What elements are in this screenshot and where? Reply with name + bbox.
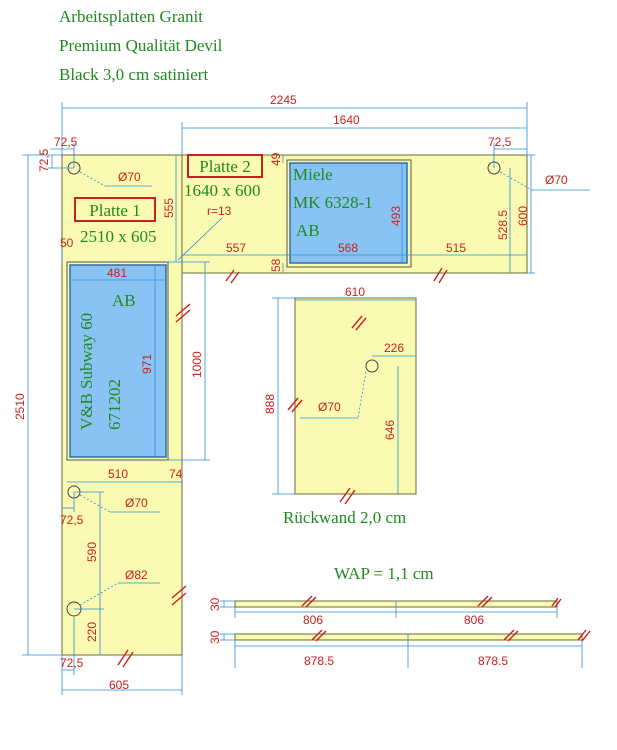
sink-1-line-2: 671202 bbox=[105, 379, 124, 430]
dim-493: 493 bbox=[389, 206, 403, 226]
dim-hole-mid-diam: Ø70 bbox=[125, 496, 148, 510]
dim-510: 510 bbox=[108, 467, 128, 481]
dim-2510: 2510 bbox=[13, 393, 27, 420]
dim-220: 220 bbox=[85, 622, 99, 642]
wap-caption: WAP = 1,1 cm bbox=[334, 564, 434, 583]
platte-2-label: Platte 2 bbox=[199, 157, 250, 176]
dim-600: 600 bbox=[516, 206, 530, 226]
dim-1640: 1640 bbox=[333, 113, 360, 127]
dim-610: 610 bbox=[345, 285, 365, 299]
dim-58: 58 bbox=[269, 258, 283, 272]
backwall-slab bbox=[294, 297, 417, 495]
dim-2245: 2245 bbox=[270, 93, 297, 107]
dim-226: 226 bbox=[384, 341, 404, 355]
dim-971: 971 bbox=[140, 354, 154, 374]
dim-hole-bottom-x: 72,5 bbox=[60, 656, 84, 670]
sink-2-outline bbox=[286, 159, 412, 268]
dim-515: 515 bbox=[446, 241, 466, 255]
dim-555: 555 bbox=[162, 198, 176, 218]
radius-label: r=13 bbox=[207, 204, 232, 218]
dim-hole-tr-diam: Ø70 bbox=[545, 173, 568, 187]
dim-wap-b-left: 878.5 bbox=[304, 654, 334, 668]
title-line-1: Arbeitsplatten Granit bbox=[59, 7, 203, 26]
dim-481: 481 bbox=[107, 266, 127, 280]
dim-50: 50 bbox=[60, 236, 74, 250]
wap-strip-b bbox=[234, 633, 583, 641]
dim-hole-tr-x: 72,5 bbox=[488, 135, 512, 149]
sink-1-cutout bbox=[69, 264, 167, 458]
platte-1-size: 2510 x 605 bbox=[80, 227, 157, 246]
dim-557: 557 bbox=[226, 241, 246, 255]
title-line-3: Black 3,0 cm satiniert bbox=[59, 65, 209, 84]
sink-1-tag: AB bbox=[112, 291, 136, 310]
dim-wap-a-left: 806 bbox=[303, 613, 323, 627]
dim-wap-b-right: 878.5 bbox=[478, 654, 508, 668]
platte-2-size: 1640 x 600 bbox=[184, 181, 261, 200]
platte-2-label-box bbox=[187, 154, 263, 178]
dim-hole-tl-diam: Ø70 bbox=[118, 170, 141, 184]
dim-74: 74 bbox=[169, 467, 183, 481]
sink-2-tag: AB bbox=[296, 221, 320, 240]
backwall-caption: Rückwand 2,0 cm bbox=[283, 508, 406, 527]
sink-2-line-1: Miele bbox=[293, 165, 333, 184]
dim-wap-b-height: 30 bbox=[208, 630, 222, 644]
dimension-lines bbox=[22, 102, 590, 695]
dim-backwall-diam: Ø70 bbox=[318, 400, 341, 414]
sink-1-outline bbox=[66, 261, 169, 461]
platte-1-label-box bbox=[74, 197, 156, 222]
dim-605: 605 bbox=[109, 678, 129, 692]
dimension-labels: 2245 1640 72,5 72,5 72,5 Ø70 Ø70 555 49 … bbox=[13, 93, 568, 692]
sink-2-cutout bbox=[289, 162, 408, 264]
dim-590: 590 bbox=[85, 542, 99, 562]
dim-528-5: 528.5 bbox=[496, 210, 510, 240]
dim-646: 646 bbox=[383, 420, 397, 440]
dim-wap-a-height: 30 bbox=[208, 597, 222, 611]
dim-hole-mid-x: 72,5 bbox=[60, 513, 84, 527]
dim-888: 888 bbox=[263, 394, 277, 414]
dim-49: 49 bbox=[269, 152, 283, 166]
dim-hole-bottom-diam: Ø82 bbox=[125, 568, 148, 582]
sink-1-line-1: V&B Subway 60 bbox=[77, 313, 96, 430]
dim-wap-a-right: 806 bbox=[464, 613, 484, 627]
break-marks bbox=[117, 267, 591, 668]
hole-backwall bbox=[365, 359, 379, 373]
dim-1000: 1000 bbox=[190, 351, 204, 378]
sink-2-line-2: MK 6328-1 bbox=[293, 193, 373, 212]
dim-568: 568 bbox=[338, 241, 358, 255]
title-line-2: Premium Qualität Devil bbox=[59, 36, 223, 55]
dim-hole-tl-x: 72,5 bbox=[54, 135, 78, 149]
dim-hole-tl-y: 72,5 bbox=[37, 148, 51, 172]
platte-1-label: Platte 1 bbox=[89, 201, 140, 220]
